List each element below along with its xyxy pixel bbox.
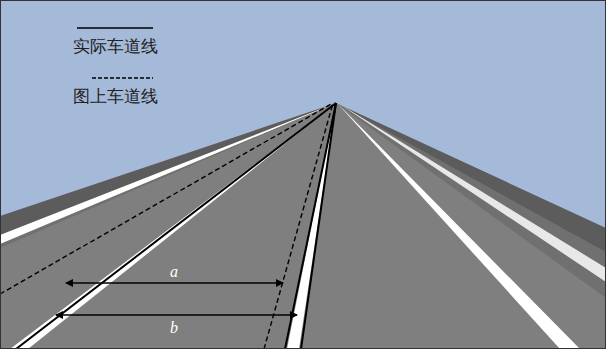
drawn-lane-line <box>0 103 333 294</box>
left-edge-line <box>0 103 336 244</box>
actual-lane-line <box>285 103 336 349</box>
drawn-lane-line <box>264 103 333 349</box>
actual-lane-line <box>16 103 336 349</box>
legend-dashed-sample <box>92 77 153 78</box>
shoulder <box>0 103 606 349</box>
road-surface <box>0 103 606 349</box>
left-lane-stripe <box>10 103 336 349</box>
dimension-arrow <box>56 314 297 316</box>
legend-label: 图上车道线 <box>73 88 158 105</box>
legend-label: 实际车道线 <box>73 38 158 55</box>
far-ground <box>0 103 606 349</box>
right-lane-stripe <box>337 103 580 349</box>
actual-lane-line <box>301 103 336 349</box>
dimension-label: a <box>170 264 178 280</box>
dimension-label: b <box>170 320 178 336</box>
legend-solid-sample <box>77 27 153 29</box>
right-edge-line <box>338 103 606 282</box>
dimension-arrow <box>66 282 283 284</box>
